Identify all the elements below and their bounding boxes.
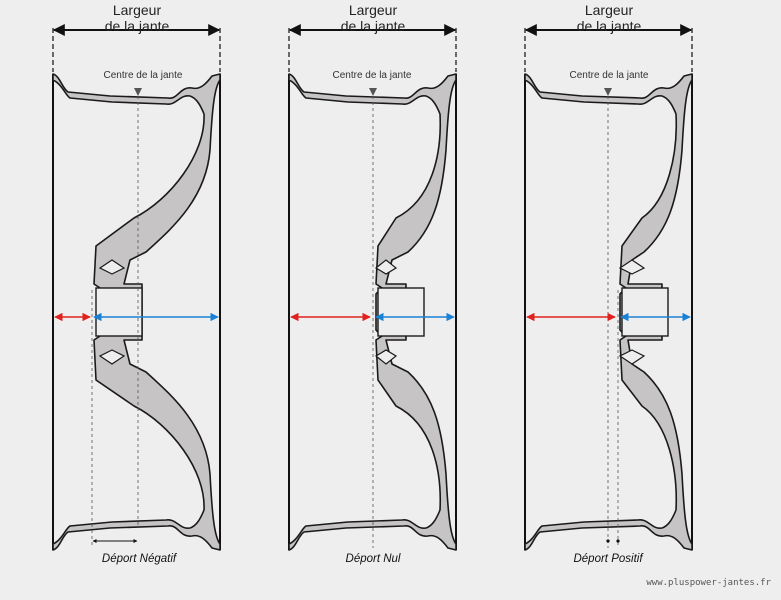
center-label: Centre de la jante <box>332 70 412 81</box>
offset-caption: Déport Négatif <box>101 553 177 565</box>
offset-caption: Déport Positif <box>573 553 643 565</box>
diagram-negative-offset <box>52 24 221 551</box>
hub-bore <box>621 287 669 337</box>
offset-caption: Déport Nul <box>345 553 401 565</box>
width-label-line1: Largeur <box>112 2 162 18</box>
center-marker <box>134 88 142 96</box>
hub-slot-bottom <box>618 349 646 365</box>
center-label: Centre de la jante <box>569 70 649 81</box>
width-label-line2: de la jante <box>340 18 406 34</box>
center-marker <box>369 88 377 96</box>
width-label: Largeur de la jante <box>308 2 438 34</box>
width-label: Largeur de la jante <box>72 2 202 34</box>
hub-bore <box>377 287 425 337</box>
center-label: Centre de la jante <box>103 70 183 81</box>
hub-slot-bottom <box>98 349 126 365</box>
hub-slot-top <box>98 259 126 275</box>
offset-dot-right <box>616 539 620 543</box>
hub-bore <box>95 287 143 337</box>
center-marker <box>604 88 612 96</box>
hub-slot-top <box>618 259 646 275</box>
hub-slot-bottom <box>374 349 398 365</box>
diagram-positive-offset <box>524 24 693 551</box>
rim-cross-section <box>288 73 457 551</box>
watermark: www.pluspower-jantes.fr <box>646 578 771 588</box>
width-label-line1: Largeur <box>348 2 398 18</box>
width-label-line1: Largeur <box>584 2 634 18</box>
width-label-line2: de la jante <box>104 18 170 34</box>
diagram-zero-offset <box>288 24 457 551</box>
offset-dot-left <box>606 539 610 543</box>
width-label-line2: de la jante <box>576 18 642 34</box>
hub-slot-top <box>374 259 398 275</box>
width-label: Largeur de la jante <box>544 2 674 34</box>
